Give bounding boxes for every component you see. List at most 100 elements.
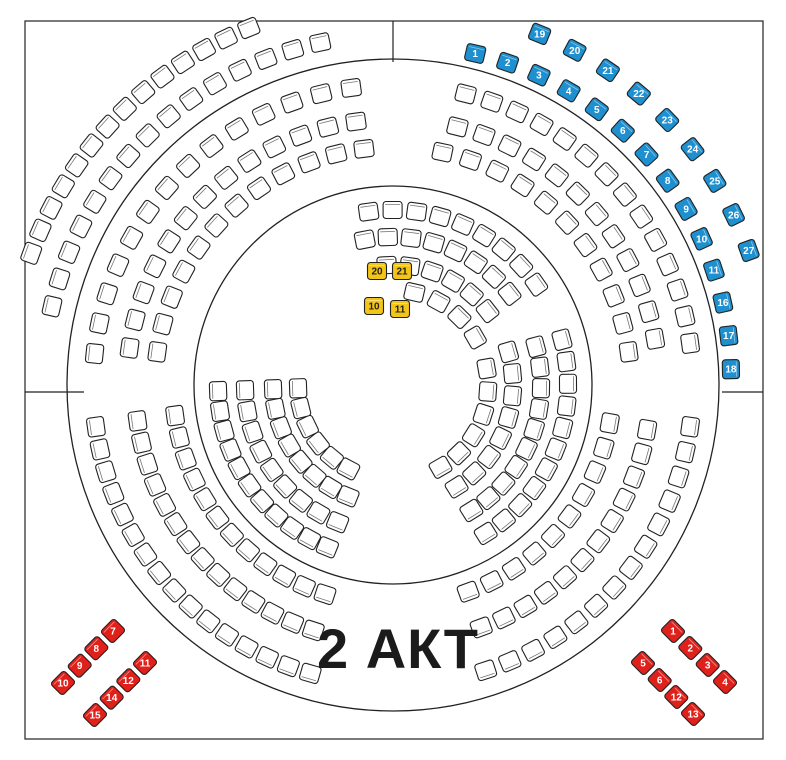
seat[interactable] xyxy=(135,199,160,224)
blue-seat-22[interactable]: 22 xyxy=(626,81,652,106)
seat[interactable] xyxy=(472,223,497,248)
seat[interactable] xyxy=(269,416,293,440)
seat[interactable] xyxy=(521,638,546,662)
seat[interactable] xyxy=(39,196,63,221)
seat[interactable] xyxy=(456,580,480,603)
seat[interactable] xyxy=(288,378,308,399)
seat[interactable] xyxy=(276,655,301,678)
seat[interactable] xyxy=(57,240,81,264)
seat[interactable] xyxy=(638,300,660,324)
blue-seat-19[interactable]: 19 xyxy=(527,22,552,45)
seat[interactable] xyxy=(583,460,607,484)
seat[interactable] xyxy=(172,259,196,284)
seat[interactable] xyxy=(473,521,498,546)
seat[interactable] xyxy=(124,308,146,332)
seat[interactable] xyxy=(599,412,620,435)
seat[interactable] xyxy=(89,312,110,335)
seat[interactable] xyxy=(498,650,522,673)
red-seat-right-4[interactable]: 4 xyxy=(712,669,738,695)
seat[interactable] xyxy=(246,176,272,201)
seat[interactable] xyxy=(224,117,249,141)
seat[interactable] xyxy=(132,281,155,305)
seat[interactable] xyxy=(491,237,516,262)
seat[interactable] xyxy=(310,83,333,105)
seat[interactable] xyxy=(279,516,305,541)
red-seat-left-8[interactable]: 8 xyxy=(84,636,109,661)
seat[interactable] xyxy=(497,134,522,158)
seat[interactable] xyxy=(271,162,296,186)
seat[interactable] xyxy=(601,224,626,249)
seat[interactable] xyxy=(223,577,248,602)
seat[interactable] xyxy=(426,290,451,314)
seat[interactable] xyxy=(272,564,297,588)
seat[interactable] xyxy=(309,32,332,53)
seat[interactable] xyxy=(476,444,501,470)
seat[interactable] xyxy=(135,123,160,148)
seat[interactable] xyxy=(152,312,174,336)
seat[interactable] xyxy=(475,298,500,324)
seat[interactable] xyxy=(136,452,159,476)
red-seat-right-3[interactable]: 3 xyxy=(695,652,720,678)
seat[interactable] xyxy=(64,153,89,178)
red-seat-right-6[interactable]: 6 xyxy=(647,667,672,693)
seat[interactable] xyxy=(451,213,475,236)
seat[interactable] xyxy=(111,502,135,527)
seat[interactable] xyxy=(405,201,428,222)
red-seat-right-2[interactable]: 2 xyxy=(678,635,703,661)
seat[interactable] xyxy=(616,248,640,273)
seat[interactable] xyxy=(85,416,106,438)
seat[interactable] xyxy=(131,431,152,454)
seat[interactable] xyxy=(444,475,469,499)
red-seat-right-13[interactable]: 13 xyxy=(680,701,706,727)
seat[interactable] xyxy=(513,594,538,619)
blue-seat-1[interactable]: 1 xyxy=(464,43,487,64)
seat[interactable] xyxy=(573,232,598,258)
seat[interactable] xyxy=(485,159,510,183)
seat[interactable] xyxy=(497,340,520,364)
seat[interactable] xyxy=(150,64,175,89)
seat[interactable] xyxy=(502,363,523,385)
seat[interactable] xyxy=(228,58,253,82)
seat[interactable] xyxy=(469,616,493,639)
seat[interactable] xyxy=(530,356,550,378)
seat[interactable] xyxy=(551,328,573,351)
seat[interactable] xyxy=(205,505,230,530)
blue-seat-11[interactable]: 11 xyxy=(703,258,725,282)
blue-seat-7[interactable]: 7 xyxy=(634,142,659,167)
seat[interactable] xyxy=(288,488,313,513)
seat[interactable] xyxy=(254,47,278,71)
seat[interactable] xyxy=(586,528,611,554)
seat[interactable] xyxy=(186,235,211,260)
blue-seat-6[interactable]: 6 xyxy=(610,118,635,143)
seat[interactable] xyxy=(644,227,668,252)
seat[interactable] xyxy=(179,87,204,112)
seat[interactable] xyxy=(534,457,558,482)
seat[interactable] xyxy=(492,606,516,630)
seat[interactable] xyxy=(196,609,221,634)
seat[interactable] xyxy=(491,508,516,533)
seat[interactable] xyxy=(297,151,321,174)
seat[interactable] xyxy=(523,418,545,441)
seat[interactable] xyxy=(382,200,403,220)
seat[interactable] xyxy=(497,406,520,429)
seat[interactable] xyxy=(600,508,624,533)
seat[interactable] xyxy=(190,546,215,572)
seat[interactable] xyxy=(454,83,477,105)
seat[interactable] xyxy=(204,213,229,238)
seat[interactable] xyxy=(102,481,125,506)
seat[interactable] xyxy=(237,400,258,423)
seat[interactable] xyxy=(612,487,636,512)
seat[interactable] xyxy=(644,327,666,350)
seat[interactable] xyxy=(83,189,107,214)
seat[interactable] xyxy=(298,662,322,685)
seat[interactable] xyxy=(112,96,137,121)
red-seat-right-12[interactable]: 12 xyxy=(664,684,689,710)
seat[interactable] xyxy=(255,646,279,669)
seat[interactable] xyxy=(174,447,197,471)
seat[interactable] xyxy=(69,214,93,239)
seat[interactable] xyxy=(647,512,671,537)
seat[interactable] xyxy=(249,488,275,514)
seat[interactable] xyxy=(474,659,498,682)
seat[interactable] xyxy=(292,575,316,598)
seat[interactable] xyxy=(336,457,361,481)
